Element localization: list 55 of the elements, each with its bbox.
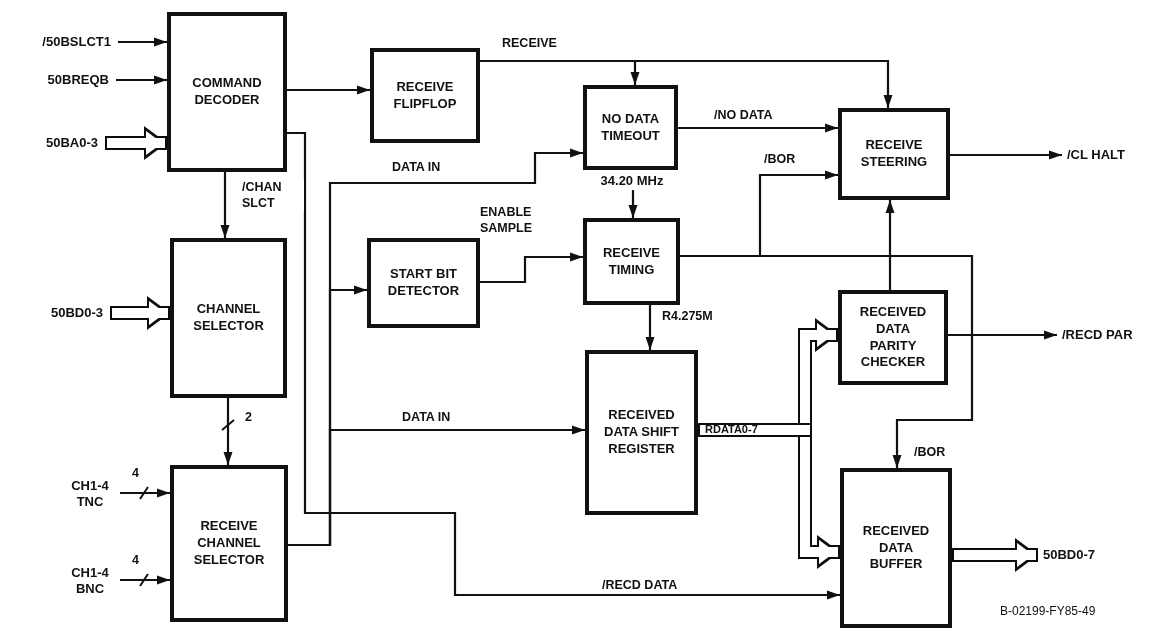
signal-name: /RECD PAR (1057, 325, 1167, 345)
block-label: RECEIVE CHANNEL SELECTOR (192, 518, 266, 569)
arrow (678, 123, 838, 133)
block-label: NO DATA TIMEOUT (600, 110, 661, 145)
block-label: RECEIVE TIMING (601, 244, 662, 279)
function-block (167, 12, 287, 172)
bus-arrow (952, 538, 1038, 572)
signal-name: CH1-4 TNC (60, 476, 120, 512)
function-block (840, 468, 952, 628)
arrow (480, 59, 893, 108)
block-label: CHANNEL SELECTOR (192, 301, 265, 335)
arrow (220, 172, 230, 238)
signal-label: /CHAN SLCT (240, 180, 304, 212)
arrow (480, 252, 583, 284)
signal-label: RDATA0-7 (704, 423, 759, 437)
bus-arrow (105, 126, 167, 160)
arrow (288, 425, 585, 547)
arrow (950, 150, 1062, 160)
block-label: RECEIVE STEERING (859, 137, 929, 171)
block-label: RECEIVE FLIPFLOP (392, 78, 458, 113)
function-block (583, 218, 680, 305)
block-label: RECEIVED DATA SHIFT REGISTER (603, 407, 680, 458)
arrow (287, 85, 370, 95)
function-block (838, 108, 950, 200)
bus-arrow (110, 296, 170, 330)
drawing-number: B-02199-FY85-49 (1000, 604, 1096, 618)
signal-name: 50BREQB (20, 70, 116, 90)
function-block (838, 290, 948, 385)
signal-name: /CL HALT (1062, 145, 1162, 165)
signal-name: /50BSLCT1 (2, 32, 118, 52)
function-block (370, 48, 480, 143)
arrow (118, 37, 167, 47)
function-block (170, 238, 287, 398)
signal-name: 50BA0-3 (10, 133, 105, 153)
arrow (645, 305, 655, 350)
arrow (223, 398, 233, 465)
signal-name: 50BD0-7 (1038, 545, 1138, 565)
block-label: RECEIVED DATA PARITY CHECKER (858, 303, 928, 372)
signal-name: 50BD0-3 (14, 303, 110, 323)
block-label: START BIT DETECTOR (386, 266, 461, 300)
arrow (116, 75, 167, 85)
function-block (583, 85, 678, 170)
arrow (948, 330, 1057, 340)
block-label: COMMAND DECODER (191, 75, 263, 109)
arrow (885, 200, 895, 290)
function-block (585, 350, 698, 515)
arrow (120, 488, 170, 498)
signal-name: 34.20 MHz (578, 172, 686, 190)
signal-name: CH1-4 BNC (60, 563, 120, 599)
arrow (628, 190, 638, 218)
function-block (367, 238, 480, 328)
arrow (287, 131, 840, 600)
block-label: RECEIVED DATA BUFFER (861, 522, 931, 574)
arrow (120, 575, 170, 585)
function-block (170, 465, 288, 622)
